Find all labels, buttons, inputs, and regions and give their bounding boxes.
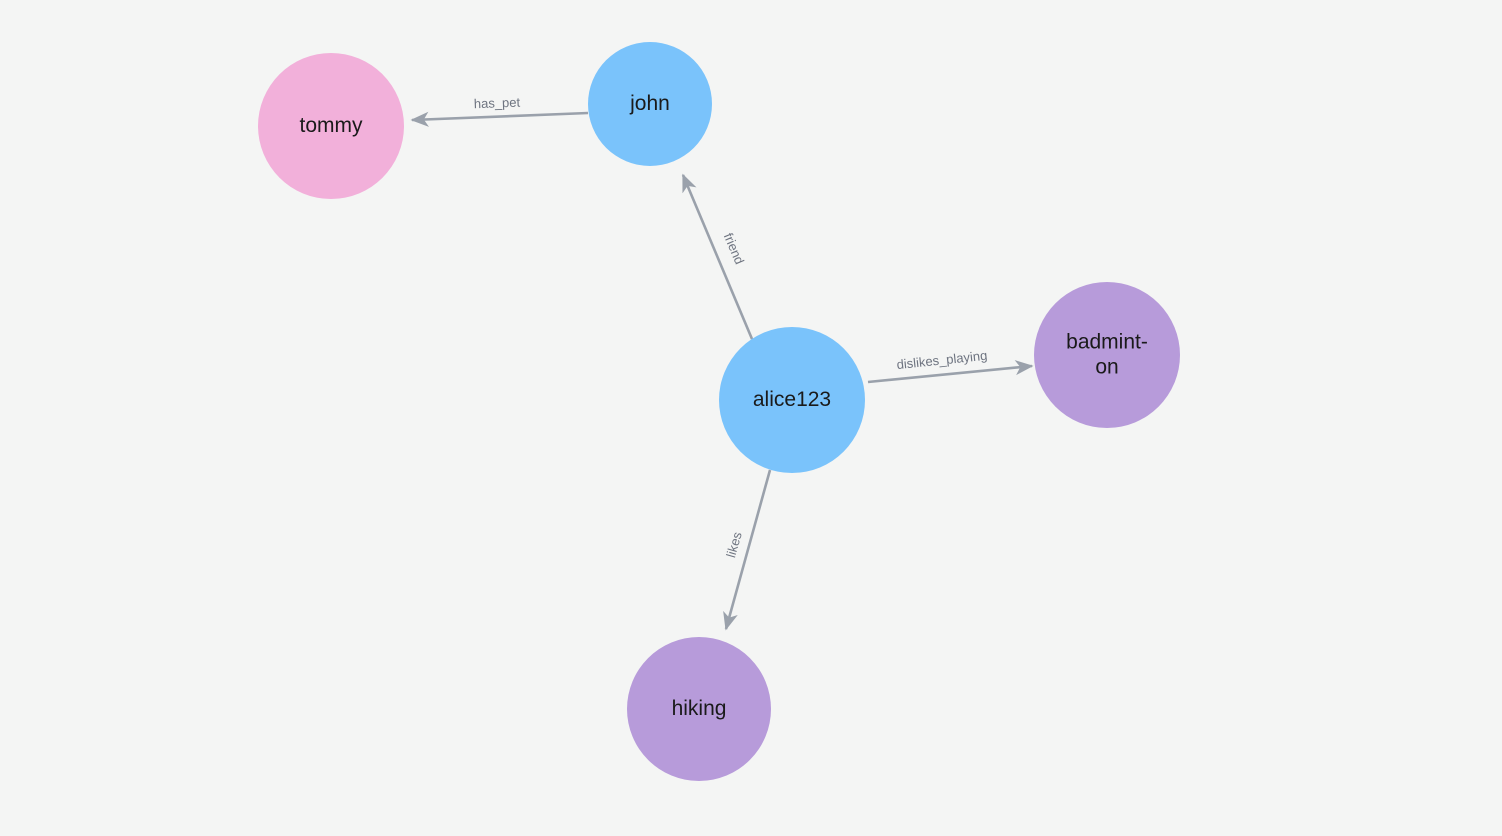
node-circle[interactable]: [258, 53, 404, 199]
edge-label: likes: [723, 530, 745, 560]
node-circle[interactable]: [627, 637, 771, 781]
edge-line: [410, 111, 589, 127]
graph-node-hiking[interactable]: hiking: [627, 637, 771, 781]
graph-edge[interactable]: friend: [681, 173, 754, 340]
graph-edge[interactable]: has_pet: [410, 95, 589, 127]
node-circle[interactable]: [1034, 282, 1180, 428]
graph-node-badminton[interactable]: badmint-on: [1034, 282, 1180, 428]
nodes-layer: tommy john alice123 badmint-on hiking: [258, 42, 1180, 781]
graph-edge[interactable]: likes: [723, 469, 772, 631]
edge-label: dislikes_playing: [896, 348, 988, 372]
graph-edge[interactable]: dislikes_playing: [867, 348, 1034, 384]
edge-line: [723, 469, 772, 631]
edge-label: has_pet: [474, 95, 521, 112]
edge-line: [867, 360, 1034, 384]
graph-node-alice123[interactable]: alice123: [719, 327, 865, 473]
graph-node-tommy[interactable]: tommy: [258, 53, 404, 199]
edge-label: friend: [721, 231, 748, 267]
graph-node-john[interactable]: john: [588, 42, 712, 166]
edge-line: [681, 173, 754, 340]
node-circle[interactable]: [588, 42, 712, 166]
node-circle[interactable]: [719, 327, 865, 473]
